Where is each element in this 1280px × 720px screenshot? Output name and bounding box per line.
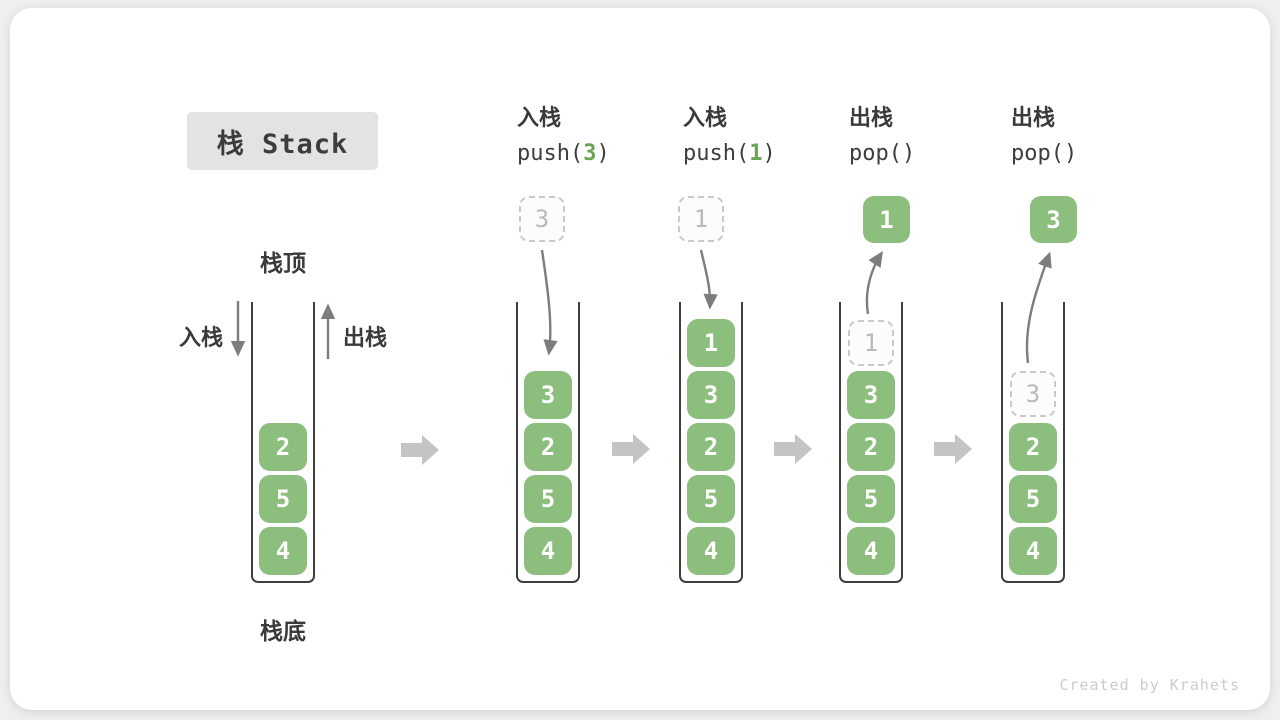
pop-direction-label: 出栈 bbox=[343, 326, 388, 351]
stack-item: 5 bbox=[687, 475, 735, 523]
operation-caption-pop2: 出栈 pop() bbox=[1011, 106, 1161, 167]
operation-caption-push1: 入栈 push(1) bbox=[683, 106, 833, 167]
incoming-value-box: 3 bbox=[519, 196, 565, 242]
operation-code: push(3) bbox=[517, 141, 667, 167]
operation-name: 出栈 bbox=[849, 106, 894, 131]
removed-slot-box: 1 bbox=[848, 320, 894, 366]
stack-item: 4 bbox=[524, 527, 572, 575]
stack-item: 2 bbox=[847, 423, 895, 471]
operation-name: 出栈 bbox=[1011, 106, 1056, 131]
operation-code: pop() bbox=[849, 141, 999, 167]
stack-item: 3 bbox=[847, 371, 895, 419]
code-text: pop( bbox=[1011, 141, 1064, 166]
stack-item: 4 bbox=[687, 527, 735, 575]
code-text: ) bbox=[1063, 141, 1078, 166]
code-argument: 1 bbox=[749, 141, 763, 166]
diagram-title-box: 栈 Stack bbox=[187, 112, 378, 170]
removed-slot-box: 3 bbox=[1010, 371, 1056, 417]
stack-item: 3 bbox=[687, 371, 735, 419]
stack-item: 5 bbox=[259, 475, 307, 523]
stack-item: 2 bbox=[524, 423, 572, 471]
code-argument: 3 bbox=[583, 141, 597, 166]
popped-value-box: 1 bbox=[863, 196, 910, 243]
stack-item: 1 bbox=[687, 319, 735, 367]
operation-code: push(1) bbox=[683, 141, 833, 167]
operation-name: 入栈 bbox=[517, 106, 562, 131]
stack-item: 4 bbox=[1009, 527, 1057, 575]
watermark: Created by Krahets bbox=[1059, 676, 1240, 694]
stack-item: 4 bbox=[259, 527, 307, 575]
code-text: push( bbox=[517, 141, 584, 166]
stack-item: 4 bbox=[847, 527, 895, 575]
code-text: ) bbox=[596, 141, 610, 166]
operation-caption-pop1: 出栈 pop() bbox=[849, 106, 999, 167]
operation-code: pop() bbox=[1011, 141, 1161, 167]
push-direction-label: 入栈 bbox=[178, 326, 223, 351]
popped-value-box: 3 bbox=[1030, 196, 1077, 243]
stack-item: 5 bbox=[847, 475, 895, 523]
stack-item: 2 bbox=[259, 423, 307, 471]
code-text: ) bbox=[762, 141, 776, 166]
incoming-value-box: 1 bbox=[678, 196, 724, 242]
stack-item: 5 bbox=[524, 475, 572, 523]
stack-item: 3 bbox=[524, 371, 572, 419]
stack-item: 2 bbox=[1009, 423, 1057, 471]
diagram-title: 栈 Stack bbox=[216, 128, 349, 160]
stack-bottom-label: 栈底 bbox=[260, 619, 306, 645]
stack-top-label: 栈顶 bbox=[260, 251, 306, 277]
stack-item: 2 bbox=[687, 423, 735, 471]
code-text: pop( bbox=[849, 141, 902, 166]
operation-caption-push3: 入栈 push(3) bbox=[517, 106, 667, 167]
code-text: ) bbox=[901, 141, 916, 166]
code-text: push( bbox=[683, 141, 750, 166]
operation-name: 入栈 bbox=[683, 106, 728, 131]
stack-item: 5 bbox=[1009, 475, 1057, 523]
